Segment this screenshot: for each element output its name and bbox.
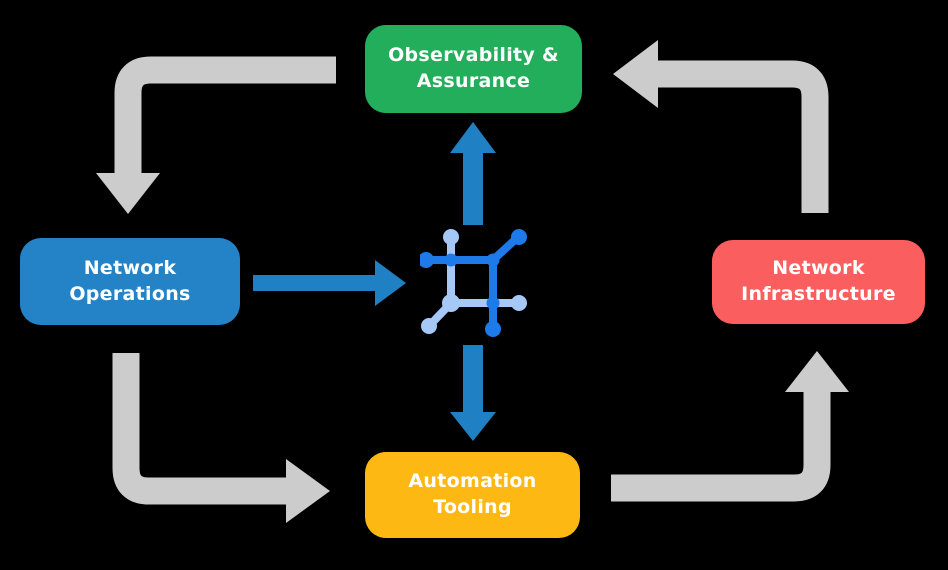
network-hub-icon <box>420 229 527 337</box>
arrow-operations-to-hub <box>253 260 406 306</box>
node-network-operations: Network Operations <box>20 238 240 325</box>
node-operations-label: Network Operations <box>69 256 191 305</box>
arrow-observability-to-operations <box>96 56 336 214</box>
node-infrastructure-label: Network Infrastructure <box>741 257 896 305</box>
arrow-infrastructure-to-observability <box>613 40 829 213</box>
node-automation-label: Automation Tooling <box>408 470 537 518</box>
arrow-automation-to-infrastructure <box>611 351 849 502</box>
node-network-infrastructure: Network Infrastructure <box>712 240 925 324</box>
hub-icon-dark-nodes <box>420 229 527 337</box>
arrow-hub-to-automation <box>450 345 496 441</box>
hub-icon-light-nodes <box>421 229 527 334</box>
node-automation-tooling: Automation Tooling <box>365 452 580 538</box>
arrow-operations-to-automation <box>112 353 330 523</box>
node-observability-label: Observability & Assurance <box>388 44 559 92</box>
node-observability-assurance: Observability & Assurance <box>365 25 582 113</box>
arrow-hub-to-observability <box>450 122 496 225</box>
